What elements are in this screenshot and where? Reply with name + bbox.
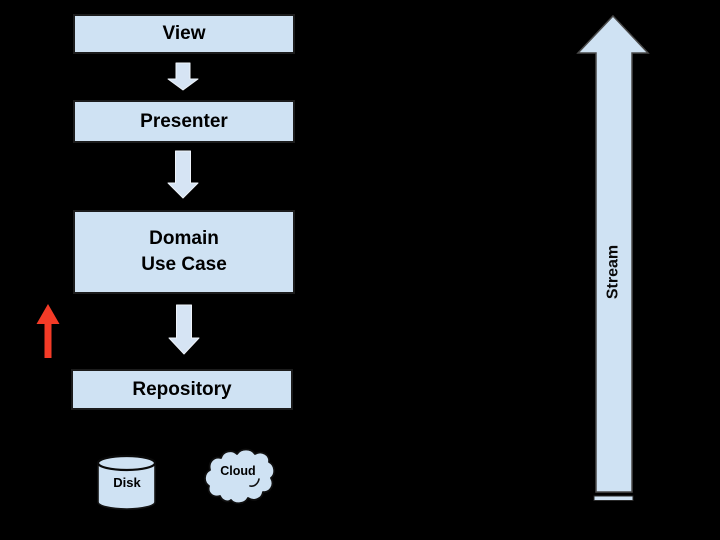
node-view-label: View xyxy=(162,23,206,44)
down-arrow-domain-to-repository-icon xyxy=(168,304,200,355)
stream-arrow-shape xyxy=(576,14,650,493)
red-up-arrow-icon xyxy=(36,304,60,358)
down-arrow-presenter-to-domain-icon xyxy=(167,150,199,199)
disk-cylinder-icon xyxy=(96,454,157,510)
node-presenter: Presenter xyxy=(73,100,295,143)
node-domain-label-line1: Domain xyxy=(149,228,219,249)
cloud-label: Cloud xyxy=(220,464,256,478)
down-arrow-view-to-presenter-icon xyxy=(167,62,199,91)
node-view: View xyxy=(73,14,295,54)
node-repository: Repository xyxy=(71,369,293,410)
stream-baseline-bar xyxy=(593,495,634,501)
node-domain-use-case: Domain Use Case xyxy=(73,210,295,294)
node-repository-label: Repository xyxy=(132,378,232,400)
cloud-icon xyxy=(204,448,276,505)
stream-label: Stream xyxy=(605,245,622,299)
node-presenter-label: Presenter xyxy=(140,110,228,132)
disk-label: Disk xyxy=(113,475,141,490)
node-domain-label-line2: Use Case xyxy=(141,254,227,275)
stream-up-arrow: Stream xyxy=(576,14,650,501)
